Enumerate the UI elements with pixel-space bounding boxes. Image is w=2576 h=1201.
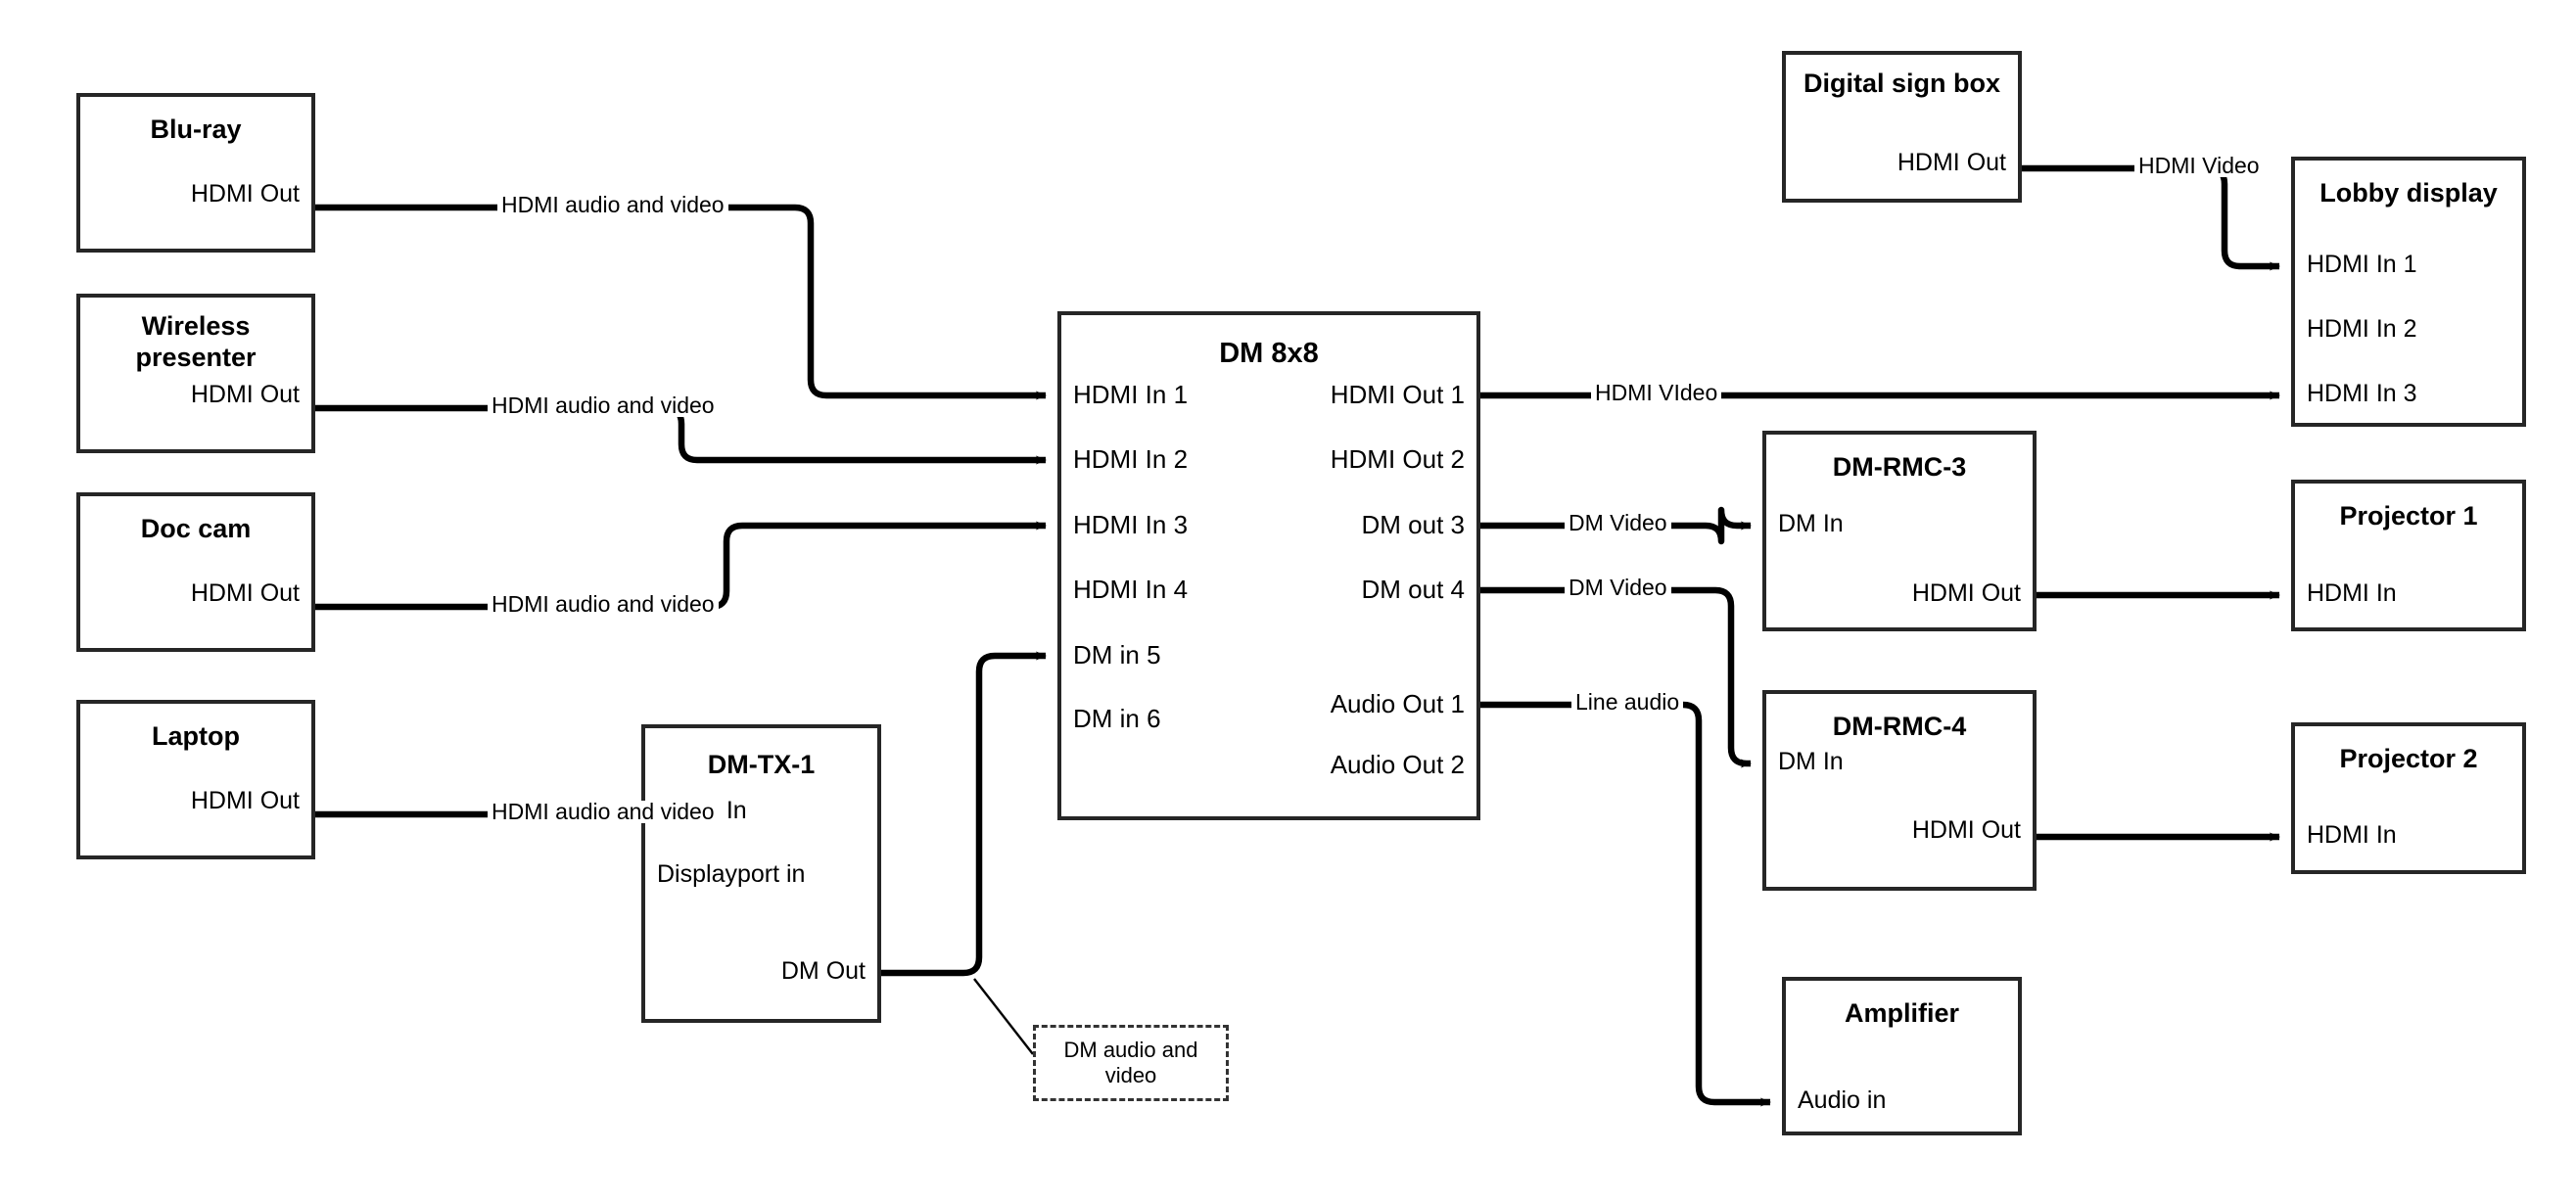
- port-dm-8x8-dm-in-6[interactable]: DM in 6: [1073, 704, 1161, 733]
- node-title-wireless-presenter: Wireless presenter: [135, 311, 257, 372]
- node-title-projector-2: Projector 2: [2339, 744, 2478, 773]
- port-wireless-presenter-hdmi-out[interactable]: HDMI Out: [190, 381, 300, 408]
- node-title-blu-ray: Blu-ray: [150, 115, 242, 144]
- wire-label-out1-to-lobby-in3: HDMI VIdeo: [1591, 382, 1722, 404]
- port-lobby-display-hdmi-in-3[interactable]: HDMI In 3: [2307, 380, 2417, 407]
- wire-label-audio1-to-amp: Line audio: [1571, 691, 1684, 714]
- node-title-doc-cam: Doc cam: [140, 514, 252, 543]
- wire-label-sign-to-lobby-in1: HDMI Video: [2134, 155, 2264, 177]
- node-projector-1[interactable]: Projector 1: [2291, 480, 2526, 631]
- wire-label-wireless-to-in2: HDMI audio and video: [488, 394, 719, 417]
- node-dm-tx-1[interactable]: DM-TX-1: [641, 724, 881, 1023]
- node-laptop[interactable]: Laptop: [76, 700, 315, 859]
- node-lobby-display[interactable]: Lobby display: [2291, 157, 2526, 427]
- node-blu-ray[interactable]: Blu-ray: [76, 93, 315, 253]
- port-dm-rmc-3-dm-in[interactable]: DM In: [1778, 510, 1844, 537]
- wire-dm-out-4-to-dm-rmc-4: [1480, 586, 1752, 768]
- port-dm-tx-1-displayport-in[interactable]: Displayport in: [657, 860, 806, 888]
- port-dm-8x8-dm-in-5[interactable]: DM in 5: [1073, 640, 1161, 670]
- port-dm-8x8-hdmi-in-3[interactable]: HDMI In 3: [1073, 510, 1189, 539]
- node-dm-8x8[interactable]: DM 8x8: [1057, 311, 1480, 820]
- wire-label-doccam-to-in3: HDMI audio and video: [488, 593, 719, 616]
- port-dm-rmc-4-hdmi-out[interactable]: HDMI Out: [1911, 816, 2021, 844]
- node-title-dm-rmc-4: DM-RMC-4: [1832, 712, 1967, 741]
- port-amplifier-audio-in[interactable]: Audio in: [1798, 1086, 1887, 1114]
- node-dm-rmc-3[interactable]: DM-RMC-3: [1762, 431, 2037, 631]
- port-digital-sign-box-hdmi-out[interactable]: HDMI Out: [1897, 149, 2006, 176]
- port-projector-2-hdmi-in[interactable]: HDMI In: [2307, 821, 2397, 849]
- node-title-dm-8x8: DM 8x8: [1219, 338, 1319, 369]
- node-projector-2[interactable]: Projector 2: [2291, 722, 2526, 874]
- callout-dm-audio-and-video: DM audio and video: [1033, 1025, 1229, 1101]
- port-dm-8x8-hdmi-out-1[interactable]: HDMI Out 1: [1330, 380, 1465, 409]
- node-title-lobby-display: Lobby display: [2319, 178, 2498, 208]
- node-amplifier[interactable]: Amplifier: [1782, 977, 2022, 1135]
- node-title-amplifier: Amplifier: [1844, 998, 1960, 1028]
- wire-blu-ray-to-hdmi-in-1: [315, 204, 1047, 400]
- wire-label-out4-to-rmc4: DM Video: [1565, 577, 1671, 599]
- node-title-projector-1: Projector 1: [2339, 501, 2478, 531]
- port-dm-8x8-dm-out-4[interactable]: DM out 4: [1361, 575, 1466, 604]
- port-laptop-hdmi-out[interactable]: HDMI Out: [190, 787, 300, 814]
- wire-label-blu-ray-to-in1: HDMI audio and video: [497, 194, 728, 216]
- port-dm-8x8-audio-out-2[interactable]: Audio Out 2: [1330, 750, 1465, 779]
- callout-leader-line: [973, 978, 1034, 1055]
- wire-audio-out-1-to-amplifier: [1480, 701, 1771, 1107]
- wire-digital-sign-to-lobby-hdmi-in-1: [2022, 164, 2280, 271]
- port-dm-rmc-3-hdmi-out[interactable]: HDMI Out: [1911, 579, 2021, 607]
- port-projector-1-hdmi-in[interactable]: HDMI In: [2307, 579, 2397, 607]
- node-wireless-presenter[interactable]: Wireless presenter: [76, 294, 315, 453]
- node-title-dm-rmc-3: DM-RMC-3: [1832, 452, 1967, 482]
- port-dm-8x8-dm-out-3[interactable]: DM out 3: [1361, 510, 1466, 539]
- node-digital-sign-box[interactable]: Digital sign box: [1782, 51, 2022, 203]
- node-title-laptop: Laptop: [152, 721, 240, 751]
- port-dm-8x8-hdmi-in-4[interactable]: HDMI In 4: [1073, 575, 1189, 604]
- port-dm-8x8-hdmi-in-1[interactable]: HDMI In 1: [1073, 380, 1189, 409]
- port-lobby-display-hdmi-in-1[interactable]: HDMI In 1: [2307, 251, 2417, 278]
- node-doc-cam[interactable]: Doc cam: [76, 492, 315, 652]
- port-doc-cam-hdmi-out[interactable]: HDMI Out: [190, 579, 300, 607]
- port-dm-rmc-4-dm-in[interactable]: DM In: [1778, 748, 1844, 775]
- port-dm-8x8-hdmi-out-2[interactable]: HDMI Out 2: [1330, 444, 1465, 474]
- port-blu-ray-hdmi-out[interactable]: HDMI Out: [190, 180, 300, 208]
- port-dm-tx-1-dm-out[interactable]: DM Out: [780, 957, 866, 985]
- wire-label-laptop-to-tx: HDMI audio and video: [488, 801, 719, 823]
- port-lobby-display-hdmi-in-2[interactable]: HDMI In 2: [2307, 315, 2417, 343]
- wire-dm-tx-1-to-dm-in-5: [881, 651, 1047, 977]
- port-dm-8x8-hdmi-in-2[interactable]: HDMI In 2: [1073, 444, 1189, 474]
- port-dm-8x8-audio-out-1[interactable]: Audio Out 1: [1330, 689, 1465, 718]
- node-dm-rmc-4[interactable]: DM-RMC-4: [1762, 690, 2037, 891]
- node-title-dm-tx-1: DM-TX-1: [707, 750, 816, 779]
- node-title-digital-sign-box: Digital sign box: [1803, 69, 2000, 98]
- wire-label-out3-to-rmc3: DM Video: [1565, 512, 1671, 534]
